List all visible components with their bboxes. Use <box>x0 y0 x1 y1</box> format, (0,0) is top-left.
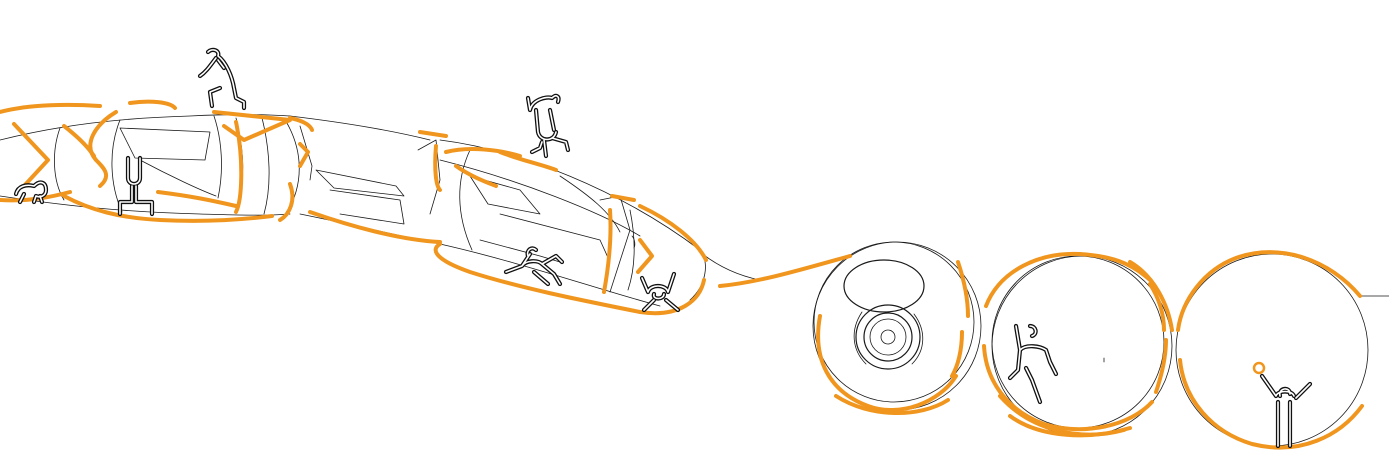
dancing-figure-icon <box>197 47 247 111</box>
cheering-figure-icon <box>1259 373 1313 449</box>
orange-highlight-strokes <box>0 99 1364 450</box>
crouching-figure-icon <box>639 271 681 313</box>
handstand-figure-icon <box>525 93 571 159</box>
tube-line-drawing <box>0 114 1389 447</box>
leaning-figure-icon <box>1007 323 1059 405</box>
standing-arms-up-figure-icon <box>117 155 155 217</box>
crawling-figure-icon <box>13 180 49 205</box>
lying-figure-icon <box>503 246 565 287</box>
